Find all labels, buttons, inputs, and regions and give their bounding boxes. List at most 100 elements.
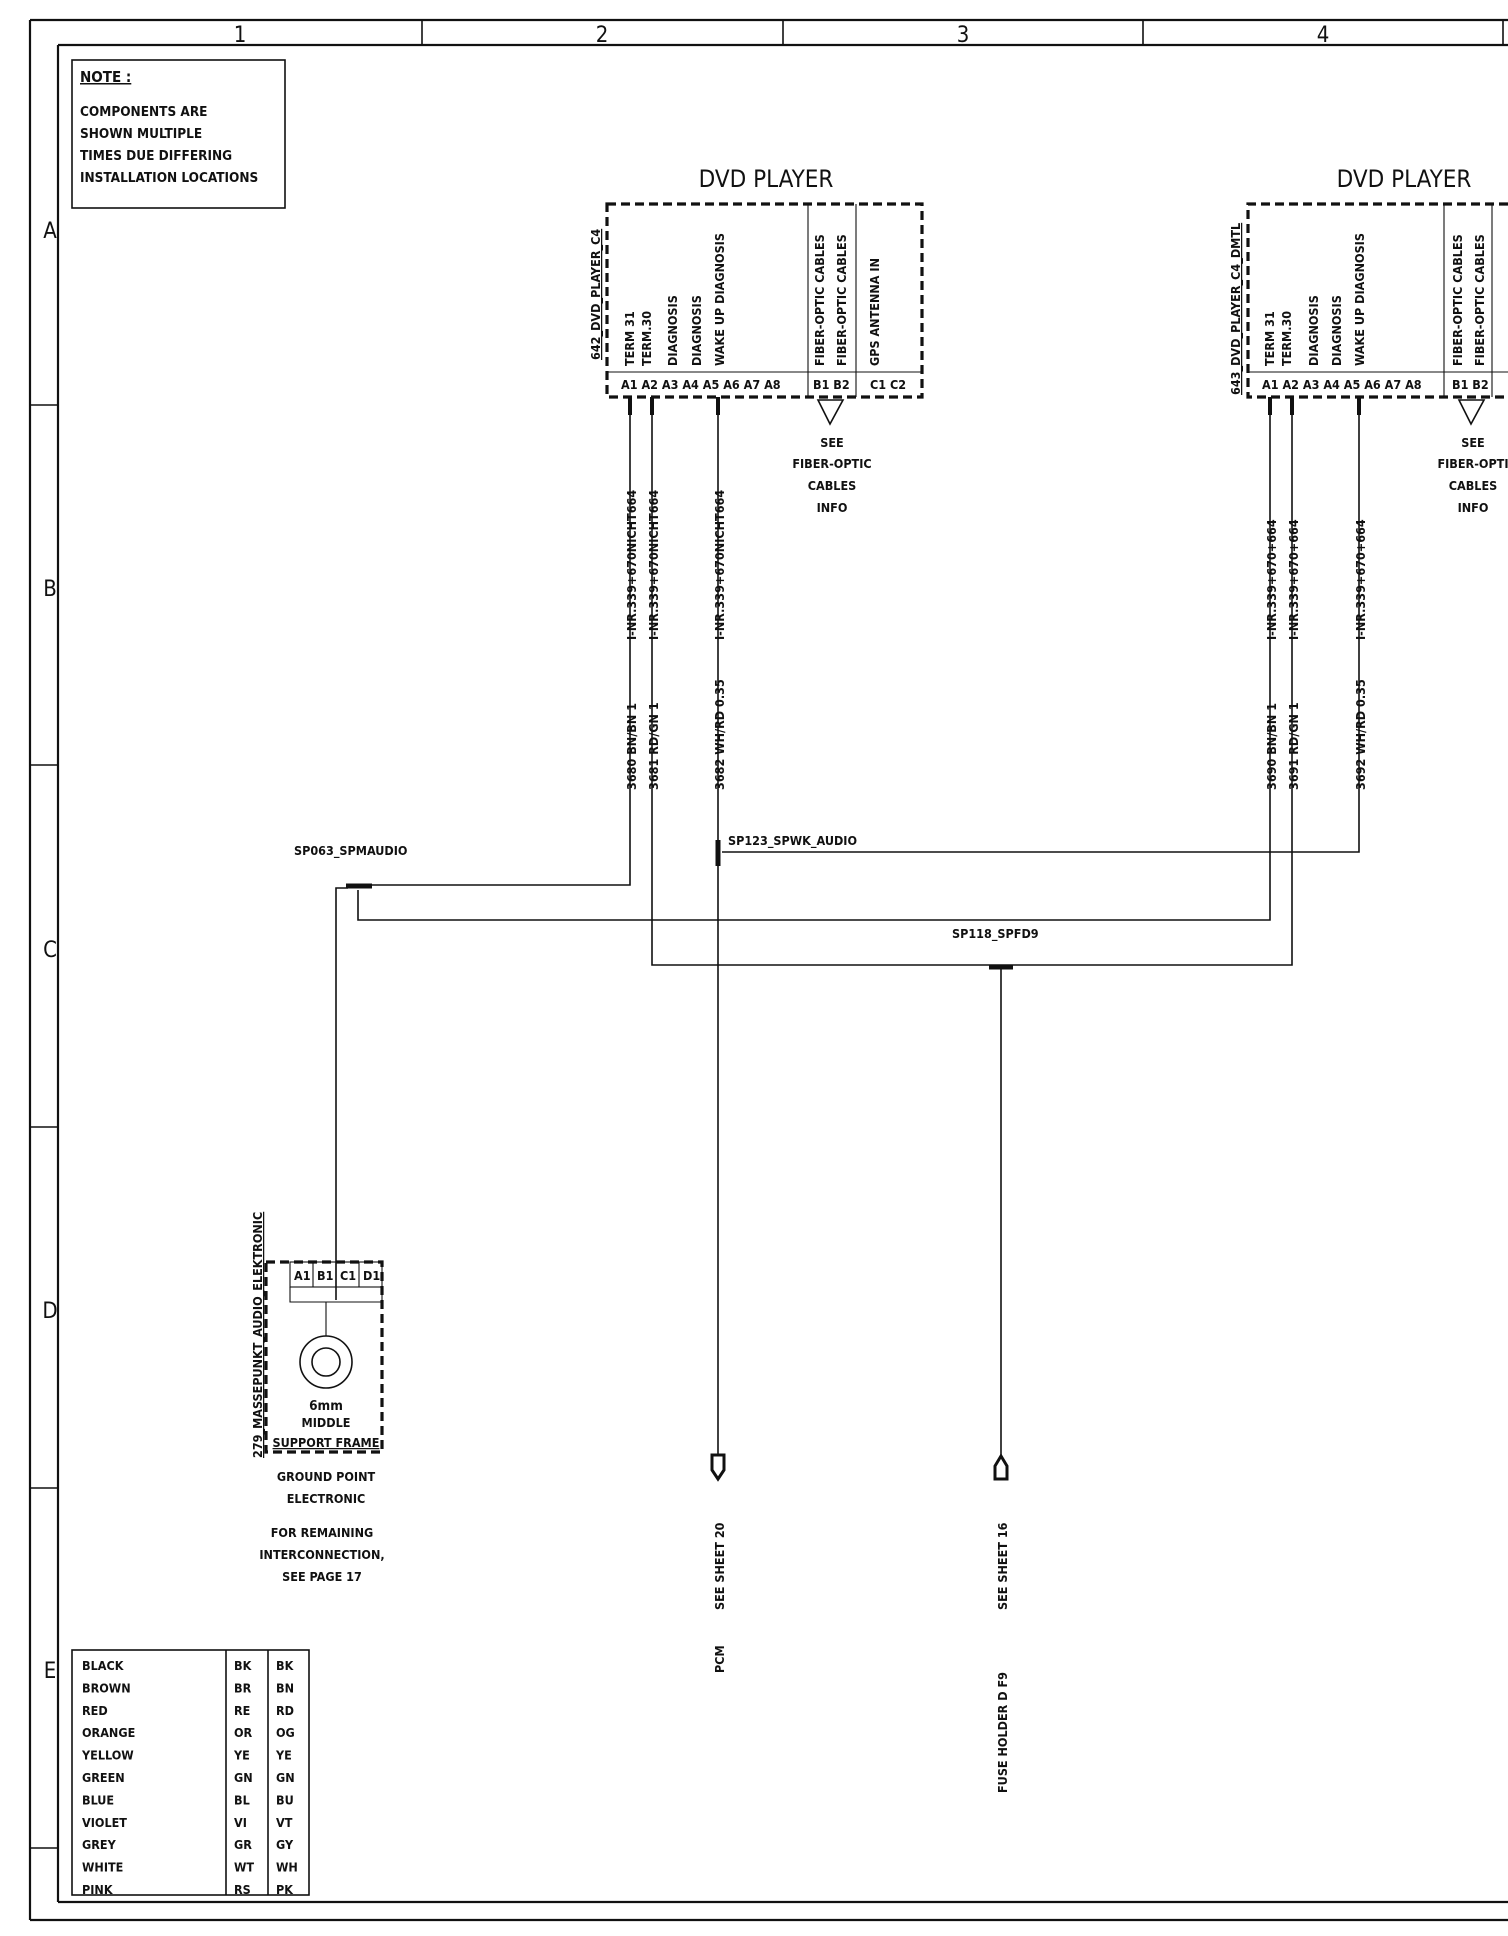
pin-function: TERM 31 xyxy=(1262,311,1277,366)
see-note: FIBER-OPTIC xyxy=(792,456,871,471)
dvd2-wire-labels: 3690 BN/BN 1 I-NR.339+670+664 3691 RD/GN… xyxy=(1264,519,1368,790)
color-code-de: BL xyxy=(234,1792,250,1807)
splice-label-sp123: SP123_SPWK_AUDIO xyxy=(728,833,857,849)
dvd1-wire-labels: 3680 BN/BN 1 I-NR.339+670NICHT664 3681 R… xyxy=(624,490,727,790)
wire-label: 3680 BN/BN 1 xyxy=(624,703,639,790)
wire-label: 3690 BN/BN 1 xyxy=(1264,703,1279,790)
grid-col-1: 1 xyxy=(234,23,247,48)
off-sheet-connectors: SEE SHEET 20 PCM SEE SHEET 16 FUSE HOLDE… xyxy=(710,1453,1010,1793)
splice-markers xyxy=(346,840,1013,970)
wire-condition: I-NR.339+670NICHT664 xyxy=(624,490,639,640)
note-line: INSTALLATION LOCATIONS xyxy=(80,170,258,186)
ground-location: SUPPORT FRAME xyxy=(273,1435,380,1450)
grid-row-c: C xyxy=(43,938,57,963)
wire-3680 xyxy=(362,415,631,886)
color-code-en: BK xyxy=(276,1658,295,1673)
color-code-de: GR xyxy=(234,1837,252,1852)
sheet-reference: SEE SHEET 16 xyxy=(995,1522,1010,1610)
color-code-de: RE xyxy=(234,1703,250,1718)
ground-pin: B1 xyxy=(317,1268,334,1283)
color-code-en: BU xyxy=(276,1792,294,1807)
ground-remark: FOR REMAINING xyxy=(271,1525,373,1540)
color-code-de: WT xyxy=(234,1860,254,1875)
color-code-de: BK xyxy=(234,1658,253,1673)
wire-label: 3682 WH/RD 0.35 xyxy=(712,679,727,790)
see-note: FIBER-OPTI xyxy=(1437,456,1508,471)
color-name: PINK xyxy=(82,1882,114,1897)
component-id: 642_DVD_PLAYER_C4 xyxy=(588,229,604,360)
grid-labels: 1 2 3 4 A B C D E xyxy=(42,23,1329,1684)
pin-function: DIAGNOSIS xyxy=(1329,295,1344,366)
color-code-en: PK xyxy=(276,1882,294,1897)
wire-condition: I-NR.339+670+664 xyxy=(1353,519,1368,640)
pin-function: FIBER-OPTIC CABLES xyxy=(834,234,849,366)
color-code-en: BN xyxy=(276,1680,294,1695)
note-line: COMPONENTS ARE xyxy=(80,104,208,120)
pin-function: FIBER-OPTIC CABLES xyxy=(1472,234,1487,366)
ground-remark: INTERCONNECTION, xyxy=(259,1547,384,1562)
note-line: TIMES DUE DIFFERING xyxy=(80,148,232,164)
pin-function: TERM.30 xyxy=(1279,311,1294,366)
pin-function: WAKE UP DIAGNOSIS xyxy=(1352,233,1367,366)
ground-pin: D1 xyxy=(363,1268,380,1283)
color-code-en: GN xyxy=(276,1770,295,1785)
color-code-en: YE xyxy=(275,1748,292,1763)
wire-ground xyxy=(335,887,348,1300)
ground-pin: C1 xyxy=(340,1268,356,1283)
component-id: 279_MASSEPUNKT_AUDIO_ELEKTRONIC xyxy=(250,1212,266,1458)
pin-function: TERM.30 xyxy=(639,311,654,366)
note-line: SHOWN MULTIPLE xyxy=(80,126,202,142)
grid-col-4: 4 xyxy=(1317,23,1330,48)
color-name: BROWN xyxy=(82,1680,131,1695)
dvd-player-title: DVD PLAYER xyxy=(699,165,834,193)
color-code-en: RD xyxy=(276,1703,294,1718)
grid-col-2: 2 xyxy=(596,23,609,48)
pin-row-b: B1 B2 xyxy=(813,377,850,392)
dvd-player-1: DVD PLAYER 642_DVD_PLAYER_C4 TERM 31 TER… xyxy=(588,165,924,515)
see-note: CABLES xyxy=(808,478,856,493)
wire-condition: I-NR.339+670NICHT664 xyxy=(712,490,727,640)
pin-function: DIAGNOSIS xyxy=(1306,295,1321,366)
pin-row-a: A1 A2 A3 A4 A5 A6 A7 A8 xyxy=(621,377,781,392)
pin-function: WAKE UP DIAGNOSIS xyxy=(712,233,727,366)
grid-row-e: E xyxy=(44,1659,57,1684)
color-name: VIOLET xyxy=(82,1815,127,1830)
wire-3691 xyxy=(1001,415,1293,966)
ground-point: 279_MASSEPUNKT_AUDIO_ELEKTRONIC A1 B1 C1… xyxy=(250,1212,385,1584)
grid-row-a: A xyxy=(43,219,57,244)
note-title: NOTE : xyxy=(80,68,131,86)
splice-label-sp118: SP118_SPFD9 xyxy=(952,926,1039,942)
pin-function: TERM 31 xyxy=(622,311,637,366)
ground-size: 6mm xyxy=(309,1398,343,1414)
sheet-reference-target: FUSE HOLDER D F9 xyxy=(995,1672,1010,1793)
grid-row-d: D xyxy=(42,1299,57,1324)
connector-arrow-down-icon xyxy=(710,1453,726,1482)
wires xyxy=(335,415,1360,1455)
wire-condition: I-NR.339+670+664 xyxy=(1264,519,1279,640)
wire-3690 xyxy=(357,415,1271,921)
pin-row-b: B1 B2 xyxy=(1452,377,1489,392)
sheet-reference-target: PCM xyxy=(712,1645,727,1673)
wire-3692 xyxy=(722,415,1360,853)
color-code-en: OG xyxy=(276,1725,295,1740)
ground-pin: A1 xyxy=(294,1268,311,1283)
color-code-de: VI xyxy=(234,1815,247,1830)
note-box: NOTE : COMPONENTS ARE SHOWN MULTIPLE TIM… xyxy=(71,59,286,209)
color-name: BLACK xyxy=(82,1658,125,1673)
color-code-en: WH xyxy=(276,1860,298,1875)
pin-row-c: C1 C2 xyxy=(870,377,906,392)
color-name: ORANGE xyxy=(82,1725,135,1740)
grid-col-3: 3 xyxy=(957,23,970,48)
color-code-en: VT xyxy=(276,1815,293,1830)
wire-3681 xyxy=(651,415,1001,966)
wire-label: 3692 WH/RD 0.35 xyxy=(1353,679,1368,790)
pin-function: DIAGNOSIS xyxy=(689,295,704,366)
color-name: GREEN xyxy=(82,1770,125,1785)
ground-name: ELECTRONIC xyxy=(287,1491,366,1506)
color-code-de: OR xyxy=(234,1725,253,1740)
color-code-de: RS xyxy=(234,1882,251,1897)
see-note: CABLES xyxy=(1449,478,1497,493)
color-name: WHITE xyxy=(82,1860,123,1875)
pin-row-a: A1 A2 A3 A4 A5 A6 A7 A8 xyxy=(1262,377,1422,392)
